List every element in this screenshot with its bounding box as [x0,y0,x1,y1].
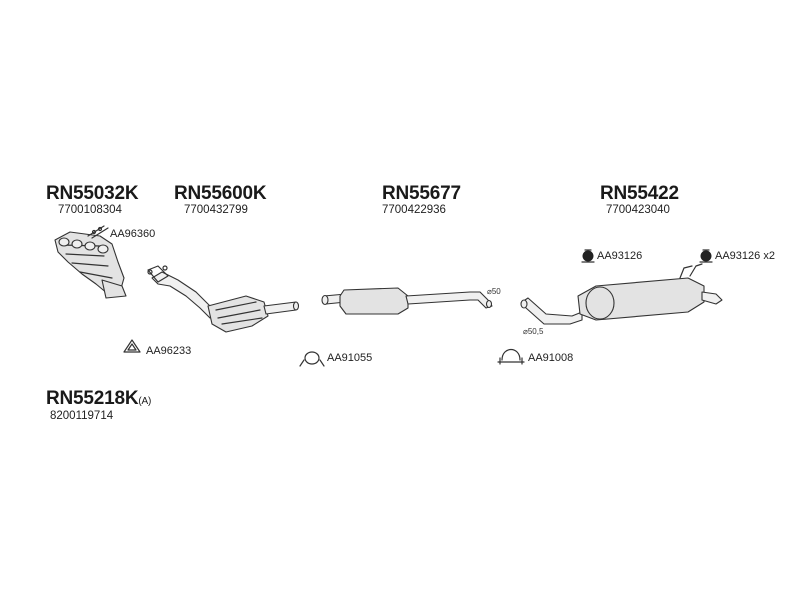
part-suffix: (A) [138,396,152,407]
accessory-ref[interactable]: AA91008 [528,352,574,364]
accessory-ref[interactable]: AA93126 x2 [715,250,775,262]
oem-number: 7700108304 [58,204,122,216]
rubber-mount-icon [581,249,595,263]
rear-silencer [520,263,723,325]
part-code[interactable]: RN55218K(A) [46,388,152,409]
oem-number: 7700423040 [606,204,670,216]
middle-silencer [321,287,493,315]
part-code[interactable]: RN55422 [600,183,679,204]
diameter-label: ⌀50 [487,287,501,296]
part-code[interactable]: RN55600K [174,183,267,204]
accessory-ref[interactable]: AA93126 [597,250,643,262]
part-code[interactable]: RN55677 [382,183,461,204]
diameter-label: ⌀50,5 [523,327,544,336]
catalytic-converter [147,265,300,333]
accessory-ref[interactable]: AA91055 [327,352,373,364]
flange-gasket-icon [123,339,141,353]
clamp-icon [299,351,325,367]
part-code[interactable]: RN55032K [46,183,139,204]
clamp-icon-2 [497,348,525,365]
exhaust-manifold [54,231,127,299]
oem-number: 7700422936 [382,204,446,216]
accessory-ref[interactable]: AA96360 [110,228,156,240]
accessory-ref[interactable]: AA96233 [146,345,192,357]
oem-number: 7700432799 [184,204,248,216]
oem-number: 8200119714 [50,410,114,422]
rubber-mount-icon-2 [699,249,713,263]
manifold-gasket-drawing [87,225,109,239]
